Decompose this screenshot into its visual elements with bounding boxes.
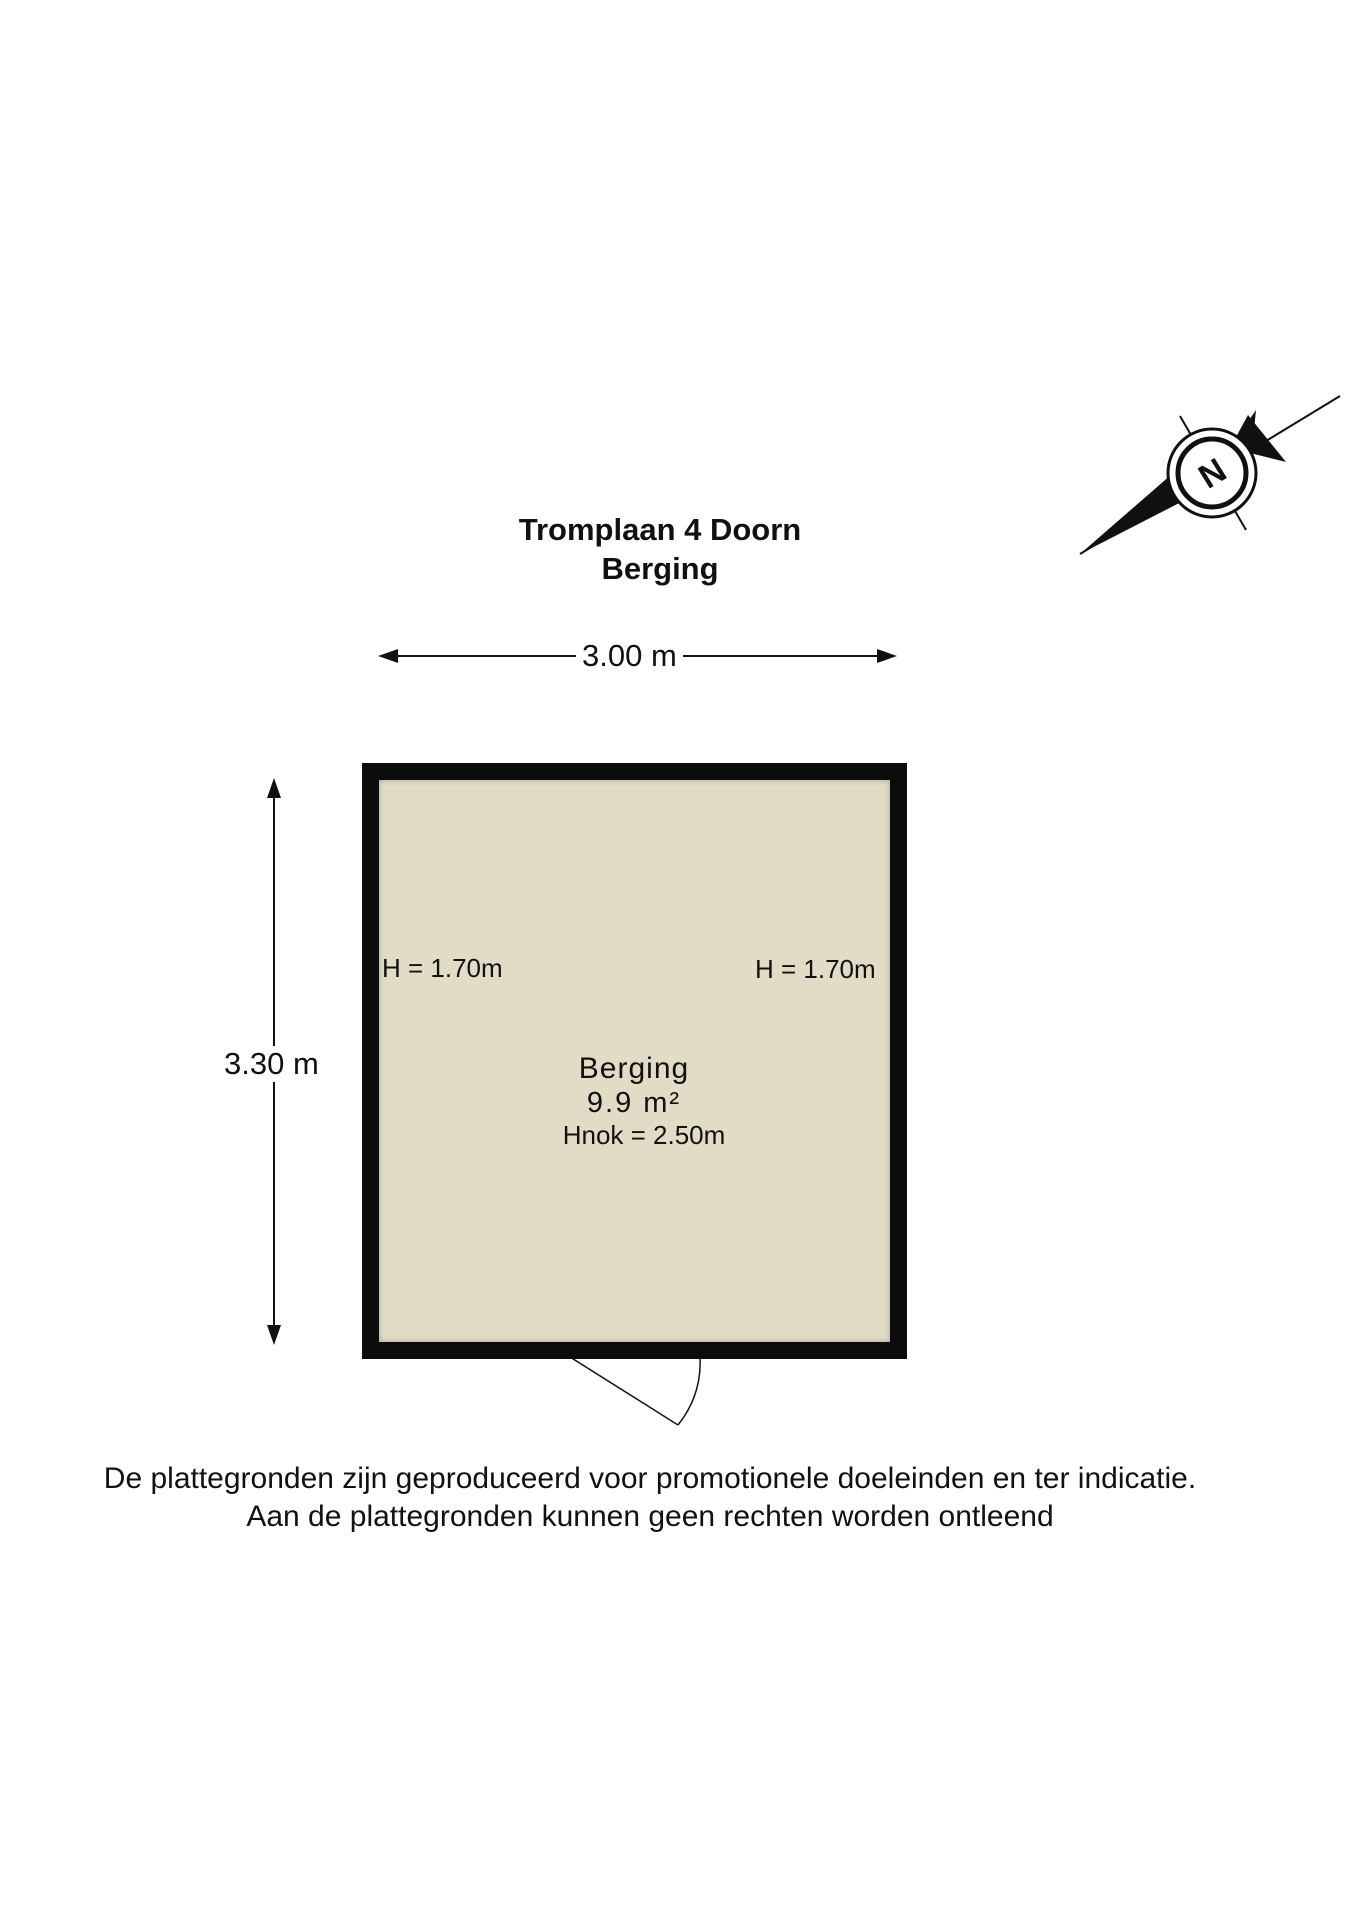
room-name: Berging <box>578 1052 690 1085</box>
room-area: 9.9 m² <box>586 1087 682 1119</box>
disclaimer-line-2: Aan de plattegronden kunnen geen rechten… <box>246 1500 1054 1533</box>
wall-height-right: H = 1.70m <box>755 954 876 984</box>
wall-height-left: H = 1.70m <box>382 953 503 983</box>
width-dimension-label: 3.00 m <box>576 638 683 674</box>
disclaimer-line-1: De plattegronden zijn geproduceerd voor … <box>103 1462 1197 1495</box>
north-arrow-icon: N <box>1079 395 1341 555</box>
room-berging <box>362 763 907 1359</box>
room-ridge-height: Hnok = 2.50m <box>562 1120 726 1150</box>
plan-address: Tromplaan 4 Doorn <box>518 512 802 547</box>
plan-floor-name: Berging <box>601 551 719 586</box>
depth-dimension-label: 3.30 m <box>218 1046 325 1082</box>
